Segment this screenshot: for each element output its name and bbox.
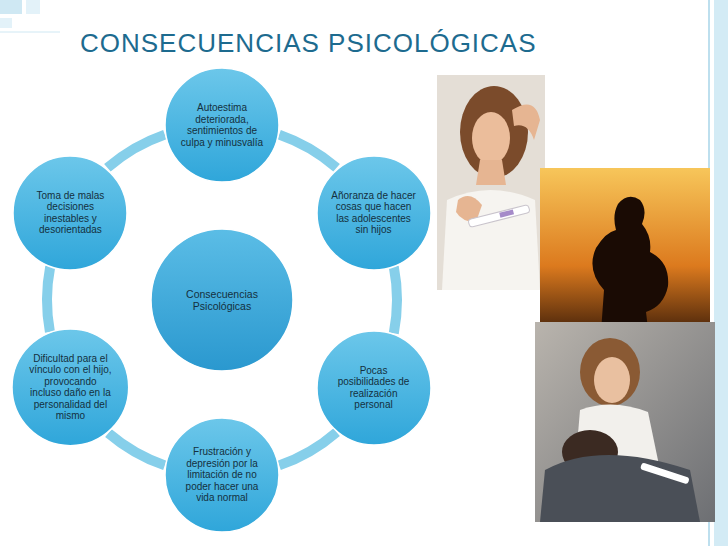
photo-frame	[540, 168, 710, 346]
ring-arc	[108, 433, 164, 465]
circle-fill	[165, 418, 279, 532]
corner-line	[0, 32, 60, 33]
hub-circle: Consecuencias Psicológicas	[150, 228, 294, 372]
ring-arc	[279, 135, 336, 168]
cycle-circle: Pocas posibilidades de realización perso…	[316, 330, 432, 446]
node-label: Autoestima deteriorada, sentimientos de …	[179, 102, 265, 148]
circle-fill	[13, 156, 127, 270]
ring-arc	[47, 267, 50, 332]
node-text-group: Frustración y depresión por la limitació…	[179, 446, 265, 504]
photo-towel	[442, 190, 540, 290]
cycle-circle: Autoestima deteriorada, sentimientos de …	[164, 67, 280, 183]
photo-test-stick	[640, 462, 690, 484]
ring-arc	[279, 432, 336, 465]
node-label: Frustración y depresión por la limitació…	[179, 446, 265, 504]
photo-test-window	[499, 209, 514, 217]
node-text-group: Toma de malas decisiones inestables y de…	[27, 190, 113, 236]
photo-frame	[437, 75, 545, 290]
cycle-circle: Frustración y depresión por la limitació…	[164, 417, 280, 533]
photo-face	[472, 112, 510, 164]
circle-fill	[12, 329, 129, 446]
node-label: Dificultad para el vínculo con el hijo, …	[28, 353, 112, 422]
photo-arm	[512, 104, 540, 140]
node-text-group: Pocas posibilidades de realización perso…	[331, 365, 417, 411]
node-label: Consecuencias Psicológicas	[176, 288, 268, 312]
cycle-circle: Dificultad para el vínculo con el hijo, …	[11, 328, 130, 447]
photo-neck	[476, 160, 506, 185]
node-text-group: Autoestima deteriorada, sentimientos de …	[179, 102, 265, 148]
node-text-group: Dificultad para el vínculo con el hijo, …	[28, 353, 112, 422]
circle-fill	[317, 156, 431, 270]
side-band	[714, 0, 728, 546]
cycle-circle: Añoranza de hacer cosas que hacen las ad…	[316, 155, 432, 271]
photo-face	[594, 357, 630, 403]
circle-fill	[151, 229, 293, 371]
node-label: Añoranza de hacer cosas que hacen las ad…	[331, 190, 417, 236]
corner-square	[0, 0, 22, 14]
node-label: Toma de malas decisiones inestables y de…	[27, 190, 113, 236]
node-text-group: Consecuencias Psicológicas	[176, 288, 268, 312]
photo-man-body	[540, 455, 700, 522]
slide-title: CONSECUENCIAS PSICOLÓGICAS	[80, 28, 537, 59]
ring-arc	[107, 135, 164, 168]
photo-test-stick	[468, 205, 530, 228]
circle-fill	[165, 68, 279, 182]
photo-hair	[580, 338, 640, 406]
photo-frame	[535, 322, 715, 522]
corner-square	[26, 0, 40, 14]
ring-arc	[394, 267, 397, 333]
circle-fill	[317, 331, 431, 445]
corner-square	[0, 18, 12, 28]
node-text-group: Añoranza de hacer cosas que hacen las ad…	[331, 190, 417, 236]
node-label: Pocas posibilidades de realización perso…	[331, 365, 417, 411]
cycle-circle: Toma de malas decisiones inestables y de…	[12, 155, 128, 271]
